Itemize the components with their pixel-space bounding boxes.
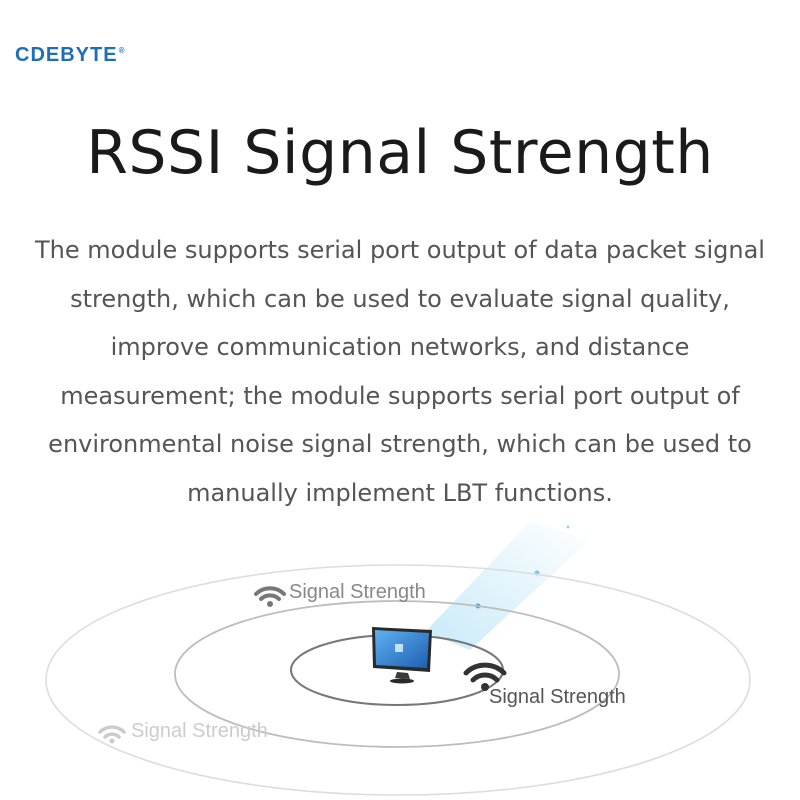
middle-ring	[174, 600, 620, 748]
signal-diagram	[45, 522, 751, 796]
wifi-icon	[254, 586, 286, 607]
wifi-icon	[463, 662, 507, 691]
wifi-icon	[98, 725, 126, 744]
signal-beam	[425, 522, 590, 650]
signal-strength-label-right: Signal Strength	[489, 686, 626, 708]
brand-name: CDEBYTE	[15, 44, 118, 66]
signal-strength-label-left: Signal Strength	[131, 720, 268, 742]
monitor-icon	[372, 627, 432, 684]
description-text: The module supports serial port output o…	[35, 236, 765, 507]
page-title: RSSI Signal Strength	[86, 118, 714, 188]
outer-ring	[45, 564, 751, 796]
signal-strength-label-top: Signal Strength	[289, 581, 426, 603]
beam-dot	[566, 525, 570, 529]
registered-mark: ®	[118, 46, 126, 55]
brand-logo: CDEBYTE®	[15, 44, 125, 67]
